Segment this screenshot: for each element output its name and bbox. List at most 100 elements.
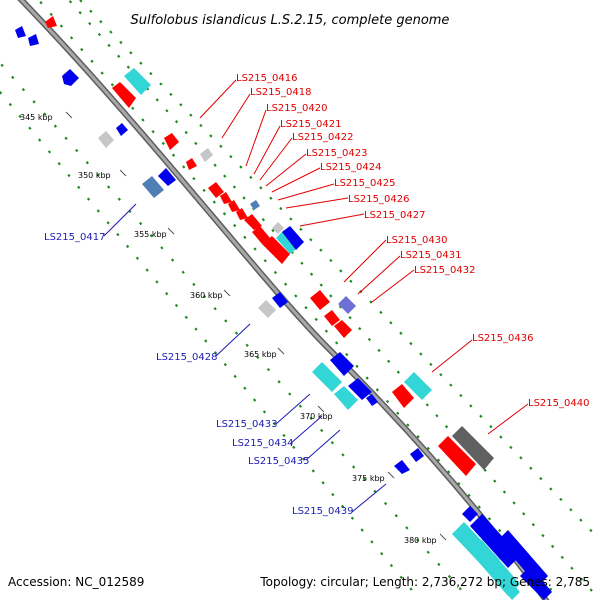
gene-arrow[interactable] — [116, 123, 128, 136]
track-dash — [425, 403, 429, 407]
gene-arrow[interactable] — [462, 506, 478, 522]
track-dash — [64, 136, 68, 140]
tick-mark — [439, 533, 447, 541]
track-dash — [75, 148, 79, 153]
reverse-gene-label[interactable]: LS215_0428 — [156, 352, 217, 363]
track-dash — [159, 82, 163, 86]
gene-arrow[interactable] — [334, 320, 352, 338]
forward-gene-label[interactable]: LS215_0440 — [528, 398, 589, 409]
gene-arrow[interactable] — [62, 69, 79, 86]
tick-label: 375 kbp — [352, 474, 385, 483]
gene-arrow[interactable] — [236, 208, 248, 220]
forward-gene-label[interactable]: LS215_0436 — [472, 333, 533, 344]
reverse-gene-label[interactable]: LS215_0433 — [216, 419, 277, 430]
forward-gene-label[interactable]: LS215_0431 — [400, 250, 461, 261]
gene-arrow[interactable] — [470, 514, 520, 568]
forward-gene-label[interactable]: LS215_0421 — [280, 119, 341, 130]
gene-arrow[interactable] — [272, 222, 284, 234]
gene-arrow[interactable] — [438, 436, 476, 476]
gene-arrow[interactable] — [276, 230, 300, 254]
gene-arrow[interactable] — [124, 68, 151, 95]
gene-arrow[interactable] — [338, 296, 356, 314]
gene-arrow[interactable] — [452, 426, 494, 470]
track-dash — [387, 359, 391, 363]
gene-arrow[interactable] — [228, 200, 240, 212]
track-dash — [355, 364, 359, 368]
track-dash — [477, 505, 481, 509]
forward-gene-label[interactable]: LS215_0424 — [320, 162, 381, 173]
forward-gene-label[interactable]: LS215_0426 — [348, 194, 409, 205]
gene-arrow[interactable] — [410, 448, 424, 462]
tick-mark — [167, 227, 175, 235]
gene-arrow[interactable] — [262, 236, 290, 264]
track-dash — [18, 114, 22, 119]
track-dash — [171, 153, 176, 157]
gene-arrow[interactable] — [500, 578, 520, 600]
track-dash — [266, 367, 271, 372]
gene-arrow[interactable] — [282, 226, 304, 250]
gene-arrow[interactable] — [28, 34, 39, 46]
forward-gene-label[interactable]: LS215_0425 — [334, 178, 395, 189]
reverse-gene-label[interactable]: LS215_0435 — [248, 456, 309, 467]
gene-arrow[interactable] — [158, 168, 176, 186]
gene-arrow[interactable] — [220, 192, 232, 204]
forward-gene-label[interactable]: LS215_0420 — [266, 103, 327, 114]
gene-arrow[interactable] — [45, 16, 57, 28]
track-dash — [49, 12, 53, 17]
gene-arrow[interactable] — [15, 26, 26, 38]
track-dash — [59, 24, 64, 28]
track-dash — [192, 282, 196, 287]
forward-gene-label[interactable]: LS215_0423 — [306, 148, 367, 159]
gene-arrow[interactable] — [250, 200, 260, 210]
reverse-gene-label[interactable]: LS215_0439 — [292, 506, 353, 517]
track-dash — [338, 305, 343, 309]
gene-arrow[interactable] — [258, 300, 276, 318]
track-dash — [329, 258, 333, 263]
gene-arrow[interactable] — [244, 214, 262, 230]
track-dash — [202, 294, 207, 299]
reverse-gene-label[interactable]: LS215_0434 — [232, 438, 293, 449]
gene-arrow[interactable] — [348, 378, 372, 400]
gene-arrow[interactable] — [312, 362, 342, 392]
gene-arrow[interactable] — [520, 566, 552, 600]
gene-arrow[interactable] — [272, 292, 288, 308]
gene-arrow[interactable] — [98, 131, 114, 148]
track-dash — [341, 453, 345, 457]
track-dash — [519, 456, 523, 460]
track-dash — [155, 280, 159, 284]
reverse-gene-label[interactable]: LS215_0417 — [44, 232, 105, 243]
forward-gene-label[interactable]: LS215_0427 — [364, 210, 425, 221]
track-dash — [379, 310, 383, 315]
track-dash — [370, 540, 374, 544]
gene-arrow[interactable] — [142, 176, 164, 198]
track-dash — [569, 508, 573, 512]
track-dash — [314, 317, 318, 322]
gene-arrow[interactable] — [310, 290, 330, 310]
tick-label: 350 kbp — [78, 171, 111, 180]
tick-marks — [65, 111, 447, 541]
forward-gene-label[interactable]: LS215_0422 — [292, 132, 353, 143]
gene-arrow[interactable] — [164, 133, 179, 150]
gene-arrow[interactable] — [498, 530, 548, 586]
track-dash — [324, 329, 329, 333]
gene-arrow[interactable] — [112, 82, 136, 108]
gene-arrow[interactable] — [208, 182, 224, 198]
forward-gene-label[interactable]: LS215_0432 — [414, 265, 475, 276]
track-dash — [57, 162, 61, 166]
track-dash — [165, 292, 169, 296]
forward-gene-label[interactable]: LS215_0416 — [236, 73, 297, 84]
gene-arrow[interactable] — [392, 384, 414, 408]
track-dash — [509, 445, 513, 450]
gene-arrow[interactable] — [200, 148, 213, 162]
forward-gene-label[interactable]: LS215_0418 — [250, 87, 311, 98]
gene-arrow[interactable] — [186, 158, 197, 170]
gene-arrow[interactable] — [334, 386, 358, 410]
gene-arrow[interactable] — [252, 226, 270, 244]
gene-arrow[interactable] — [366, 394, 378, 406]
gene-arrow[interactable] — [330, 352, 354, 376]
forward-gene-label[interactable]: LS215_0430 — [386, 235, 447, 246]
gene-arrow[interactable] — [324, 310, 340, 326]
gene-arrow[interactable] — [394, 460, 410, 474]
gene-arrow[interactable] — [404, 372, 432, 400]
